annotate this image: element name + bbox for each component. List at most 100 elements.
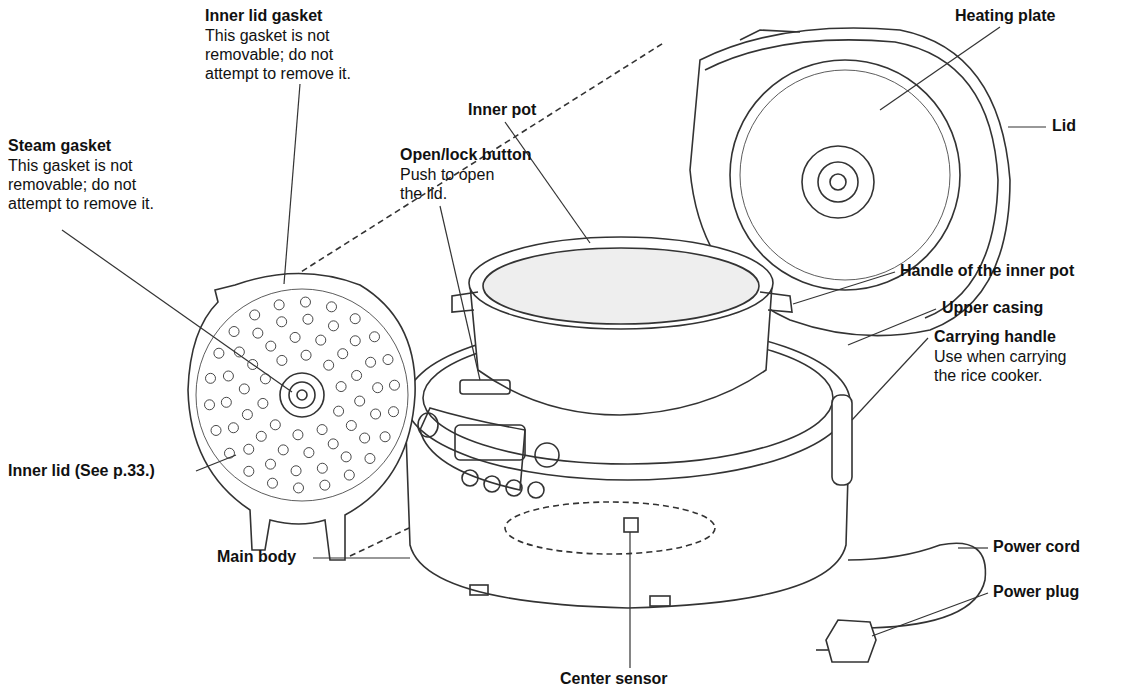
part-label: Inner lid gasket	[205, 6, 380, 25]
vent-hole	[328, 439, 338, 449]
vent-hole	[250, 310, 260, 320]
inner-pot-handle	[760, 292, 792, 312]
vent-hole	[267, 478, 277, 488]
leader-line	[62, 230, 292, 392]
vent-hole	[244, 466, 254, 476]
vent-hole	[360, 433, 370, 443]
leader-line	[880, 27, 1000, 110]
vent-hole	[293, 430, 303, 440]
vent-hole	[383, 355, 393, 365]
vent-hole	[317, 463, 327, 473]
leader-line	[440, 206, 480, 380]
vent-hole	[380, 432, 390, 442]
button	[484, 476, 500, 492]
vent-hole	[320, 480, 330, 490]
valve-ring	[818, 162, 858, 202]
valve-center	[830, 174, 846, 190]
vent-hole	[223, 371, 233, 381]
leader-line	[284, 84, 300, 284]
inner-lid-outline	[188, 274, 415, 561]
vent-hole	[221, 397, 231, 407]
button	[506, 480, 522, 496]
vent-hole	[365, 453, 375, 463]
vent-hole	[338, 349, 348, 359]
vent-hole	[266, 341, 276, 351]
part-label: Center sensor	[560, 669, 720, 688]
leader-line	[313, 557, 410, 558]
vent-hole	[242, 410, 252, 420]
inner-pot-inside	[483, 248, 759, 324]
inner-lid-gasket	[196, 289, 408, 501]
part-label: Power cord	[993, 537, 1133, 556]
plug-pin	[816, 649, 828, 651]
vent-hole	[274, 300, 284, 310]
heating-zone	[505, 502, 715, 554]
vent-hole	[277, 317, 287, 327]
vent-hole	[366, 357, 376, 367]
vent-hole	[352, 370, 362, 380]
leader-line	[629, 532, 630, 668]
power-cord	[848, 543, 985, 628]
part-label: Lid	[1052, 116, 1112, 135]
vent-hole	[214, 348, 224, 358]
carrying-handle	[832, 395, 852, 485]
vent-hole	[317, 425, 327, 435]
vent-hole	[324, 360, 334, 370]
display	[455, 425, 525, 460]
inner-pot-handle	[452, 292, 478, 312]
vent-hole	[334, 406, 344, 416]
vent-hole	[388, 407, 398, 417]
leader-line	[848, 309, 936, 345]
leader-line	[1008, 126, 1046, 127]
foot	[470, 585, 488, 595]
vent-hole	[389, 380, 399, 390]
part-label: Power plug	[993, 582, 1133, 601]
control-panel	[420, 408, 525, 490]
part-note: Push to open the lid.	[400, 165, 510, 203]
vent-hole	[244, 444, 254, 454]
vent-hole	[206, 373, 216, 383]
button	[535, 443, 559, 467]
vent-hole	[266, 459, 276, 469]
steam-gasket	[280, 373, 324, 417]
open-lock-button	[460, 380, 510, 394]
vent-hole	[304, 448, 314, 458]
heating-plate	[730, 60, 960, 290]
leader-line	[958, 547, 988, 548]
vent-hole	[301, 350, 311, 360]
part-label: Carrying handle	[934, 327, 1104, 346]
valve-ring	[802, 146, 874, 218]
vent-hole	[350, 336, 360, 346]
steam-hole	[297, 390, 307, 400]
leader-line	[196, 455, 236, 471]
center-sensor	[624, 518, 638, 532]
vent-hole	[370, 332, 380, 342]
part-note: Use when carrying the rice cooker.	[934, 347, 1084, 385]
part-note: This gasket is not removable; do not att…	[8, 156, 158, 213]
vent-hole	[290, 332, 300, 342]
vent-hole	[355, 396, 365, 406]
vent-hole	[228, 423, 238, 433]
vent-hole	[300, 297, 310, 307]
vent-hole	[239, 384, 249, 394]
vent-hole	[256, 431, 266, 441]
vent-hole	[205, 400, 215, 410]
inner-pot-rim	[469, 237, 773, 329]
part-label: Heating plate	[955, 6, 1115, 25]
inner-lid	[188, 274, 415, 561]
part-note: This gasket is not removable; do not att…	[205, 26, 370, 83]
vent-hole	[373, 383, 383, 393]
leader-line	[793, 272, 895, 304]
vent-hole	[278, 445, 288, 455]
vent-hole	[303, 314, 313, 324]
leader-line	[852, 338, 928, 420]
vent-hole	[328, 321, 338, 331]
vent-hole	[371, 409, 381, 419]
vent-hole	[291, 466, 301, 476]
part-label: Open/lock button	[400, 145, 560, 164]
vent-hole	[270, 420, 280, 430]
vent-hole	[211, 425, 221, 435]
button	[528, 482, 544, 498]
lid-hinge-tab	[740, 30, 800, 40]
